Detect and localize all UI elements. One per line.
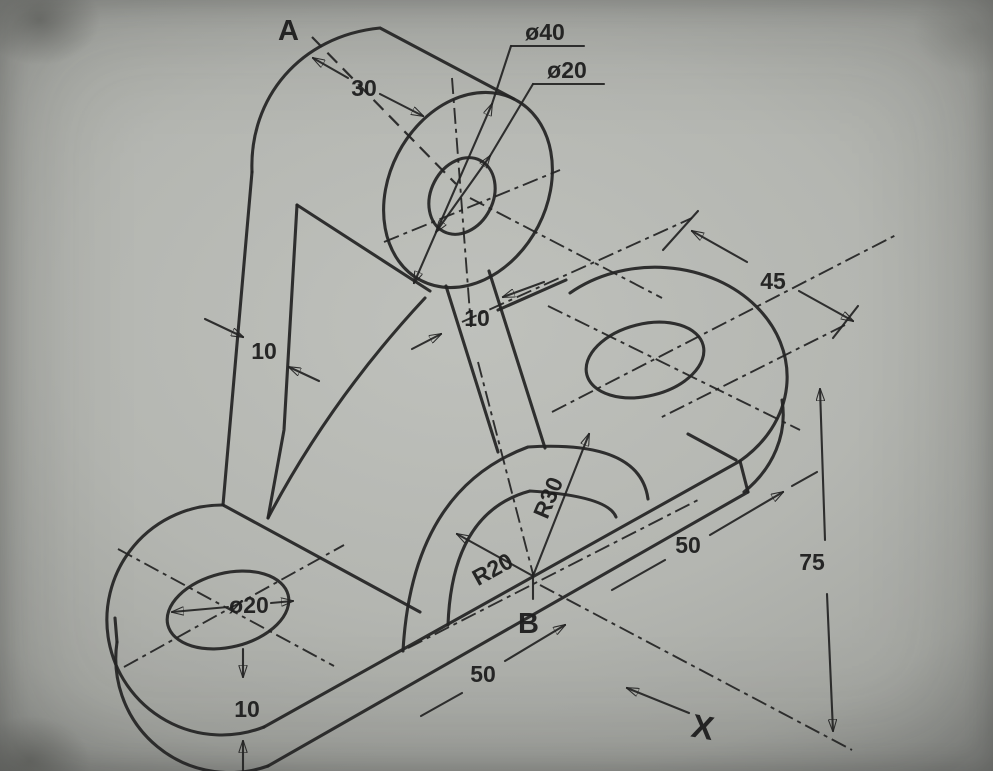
base-rear-edge — [496, 278, 568, 312]
dia20-base-arrow-left — [172, 605, 230, 612]
right-lug-centerline-1 — [547, 305, 801, 431]
dim10-plate-label: 10 — [251, 338, 277, 364]
r30-label: R30 — [528, 473, 568, 522]
dia40-diameter-line — [414, 104, 492, 283]
right-lug-corner-edge — [738, 459, 750, 494]
point-b-label: B — [518, 608, 539, 640]
dim10-base-label: 10 — [234, 696, 260, 722]
base-front-top-edge — [262, 459, 742, 729]
dia20-boss-label: ø20 — [547, 57, 587, 83]
dia20-boss-diameter-line — [436, 156, 490, 232]
dim75-line-top — [820, 389, 827, 542]
boss-underside-tangent — [295, 203, 432, 293]
rib-centerline — [477, 361, 534, 575]
part-outline — [105, 26, 860, 771]
dim10-plate-arrow-left — [203, 317, 243, 337]
plate-outer-edge — [221, 170, 254, 507]
dia20-base-arrow-right — [269, 601, 293, 603]
dim45-line-left — [692, 231, 749, 264]
dia20-base-label: ø20 — [229, 592, 269, 618]
dim75-line-bottom — [825, 592, 833, 731]
dim45-left-extension-line — [461, 217, 693, 323]
r20-label: R20 — [468, 548, 518, 591]
dim50-right-label: 50 — [675, 532, 701, 558]
dim50-left-label: 50 — [470, 661, 496, 687]
dim50-right-line-b — [708, 492, 783, 537]
left-lug-bottom-arc — [114, 640, 270, 771]
dia40-label: ø40 — [525, 19, 565, 45]
left-lug-centerline-2 — [123, 544, 345, 668]
dim50-right-line-a — [610, 558, 667, 592]
base-right-hole — [584, 320, 706, 400]
dim10-rib-arrow-right — [503, 280, 546, 299]
rib-left-edge — [444, 284, 500, 454]
right-lug-top-arc — [568, 265, 789, 463]
dim45-left-tick — [661, 209, 700, 252]
left-lug-top-arc — [105, 503, 266, 737]
point-b-centerline-to-x — [539, 584, 853, 751]
dim45-line-right — [797, 289, 853, 321]
annotation-text: A 30 ø40 ø20 45 10 10 R30 R20 ø20 10 50 … — [229, 15, 825, 747]
dim75-label: 75 — [799, 549, 825, 575]
dim50-right-ext-tick — [790, 470, 819, 488]
rib-right-edge — [487, 269, 547, 450]
boss-axis-extension — [469, 197, 663, 299]
dim45-label: 45 — [760, 268, 786, 294]
dia20-boss-leader — [488, 82, 535, 158]
dimension-lines — [172, 44, 853, 771]
x-axis-label: X — [689, 707, 717, 747]
x-axis-arrow — [627, 686, 691, 715]
base-left-hole — [165, 569, 291, 651]
dim10-plate-arrow-right — [289, 367, 321, 383]
r30-leader — [531, 434, 591, 578]
right-lug-centerline-2 — [551, 234, 897, 413]
dim30-label: 30 — [351, 75, 377, 101]
plate-base-fillet — [266, 296, 427, 520]
dim10-rib-label: 10 — [464, 305, 490, 331]
right-lug-inner-edge — [686, 432, 738, 462]
dim45-right-extension-line — [659, 324, 846, 419]
right-lug-bottom-arc — [742, 398, 785, 494]
dim50-left-line-a — [419, 691, 464, 718]
dia40-leader — [490, 44, 513, 106]
dim30-line-left — [313, 58, 350, 80]
boss-vertical-centerline — [451, 77, 472, 328]
r20-leader — [457, 534, 535, 578]
plate-top-curve-edge — [250, 26, 516, 174]
dim10-rib-arrow-left — [410, 334, 441, 351]
label-a-leader — [311, 36, 457, 185]
center-lines — [117, 36, 897, 751]
left-lug-side-edge — [113, 616, 119, 644]
base-front-bottom-edge — [266, 490, 750, 768]
arch-outer-r30 — [401, 444, 650, 653]
dim50-left-line-b — [503, 625, 565, 663]
dim30-line-right — [378, 92, 423, 116]
arch-inner-r20 — [446, 489, 618, 627]
point-b-centerline-upright — [407, 499, 699, 649]
plate-inner-edge — [266, 203, 299, 520]
point-a-label: A — [278, 15, 299, 47]
